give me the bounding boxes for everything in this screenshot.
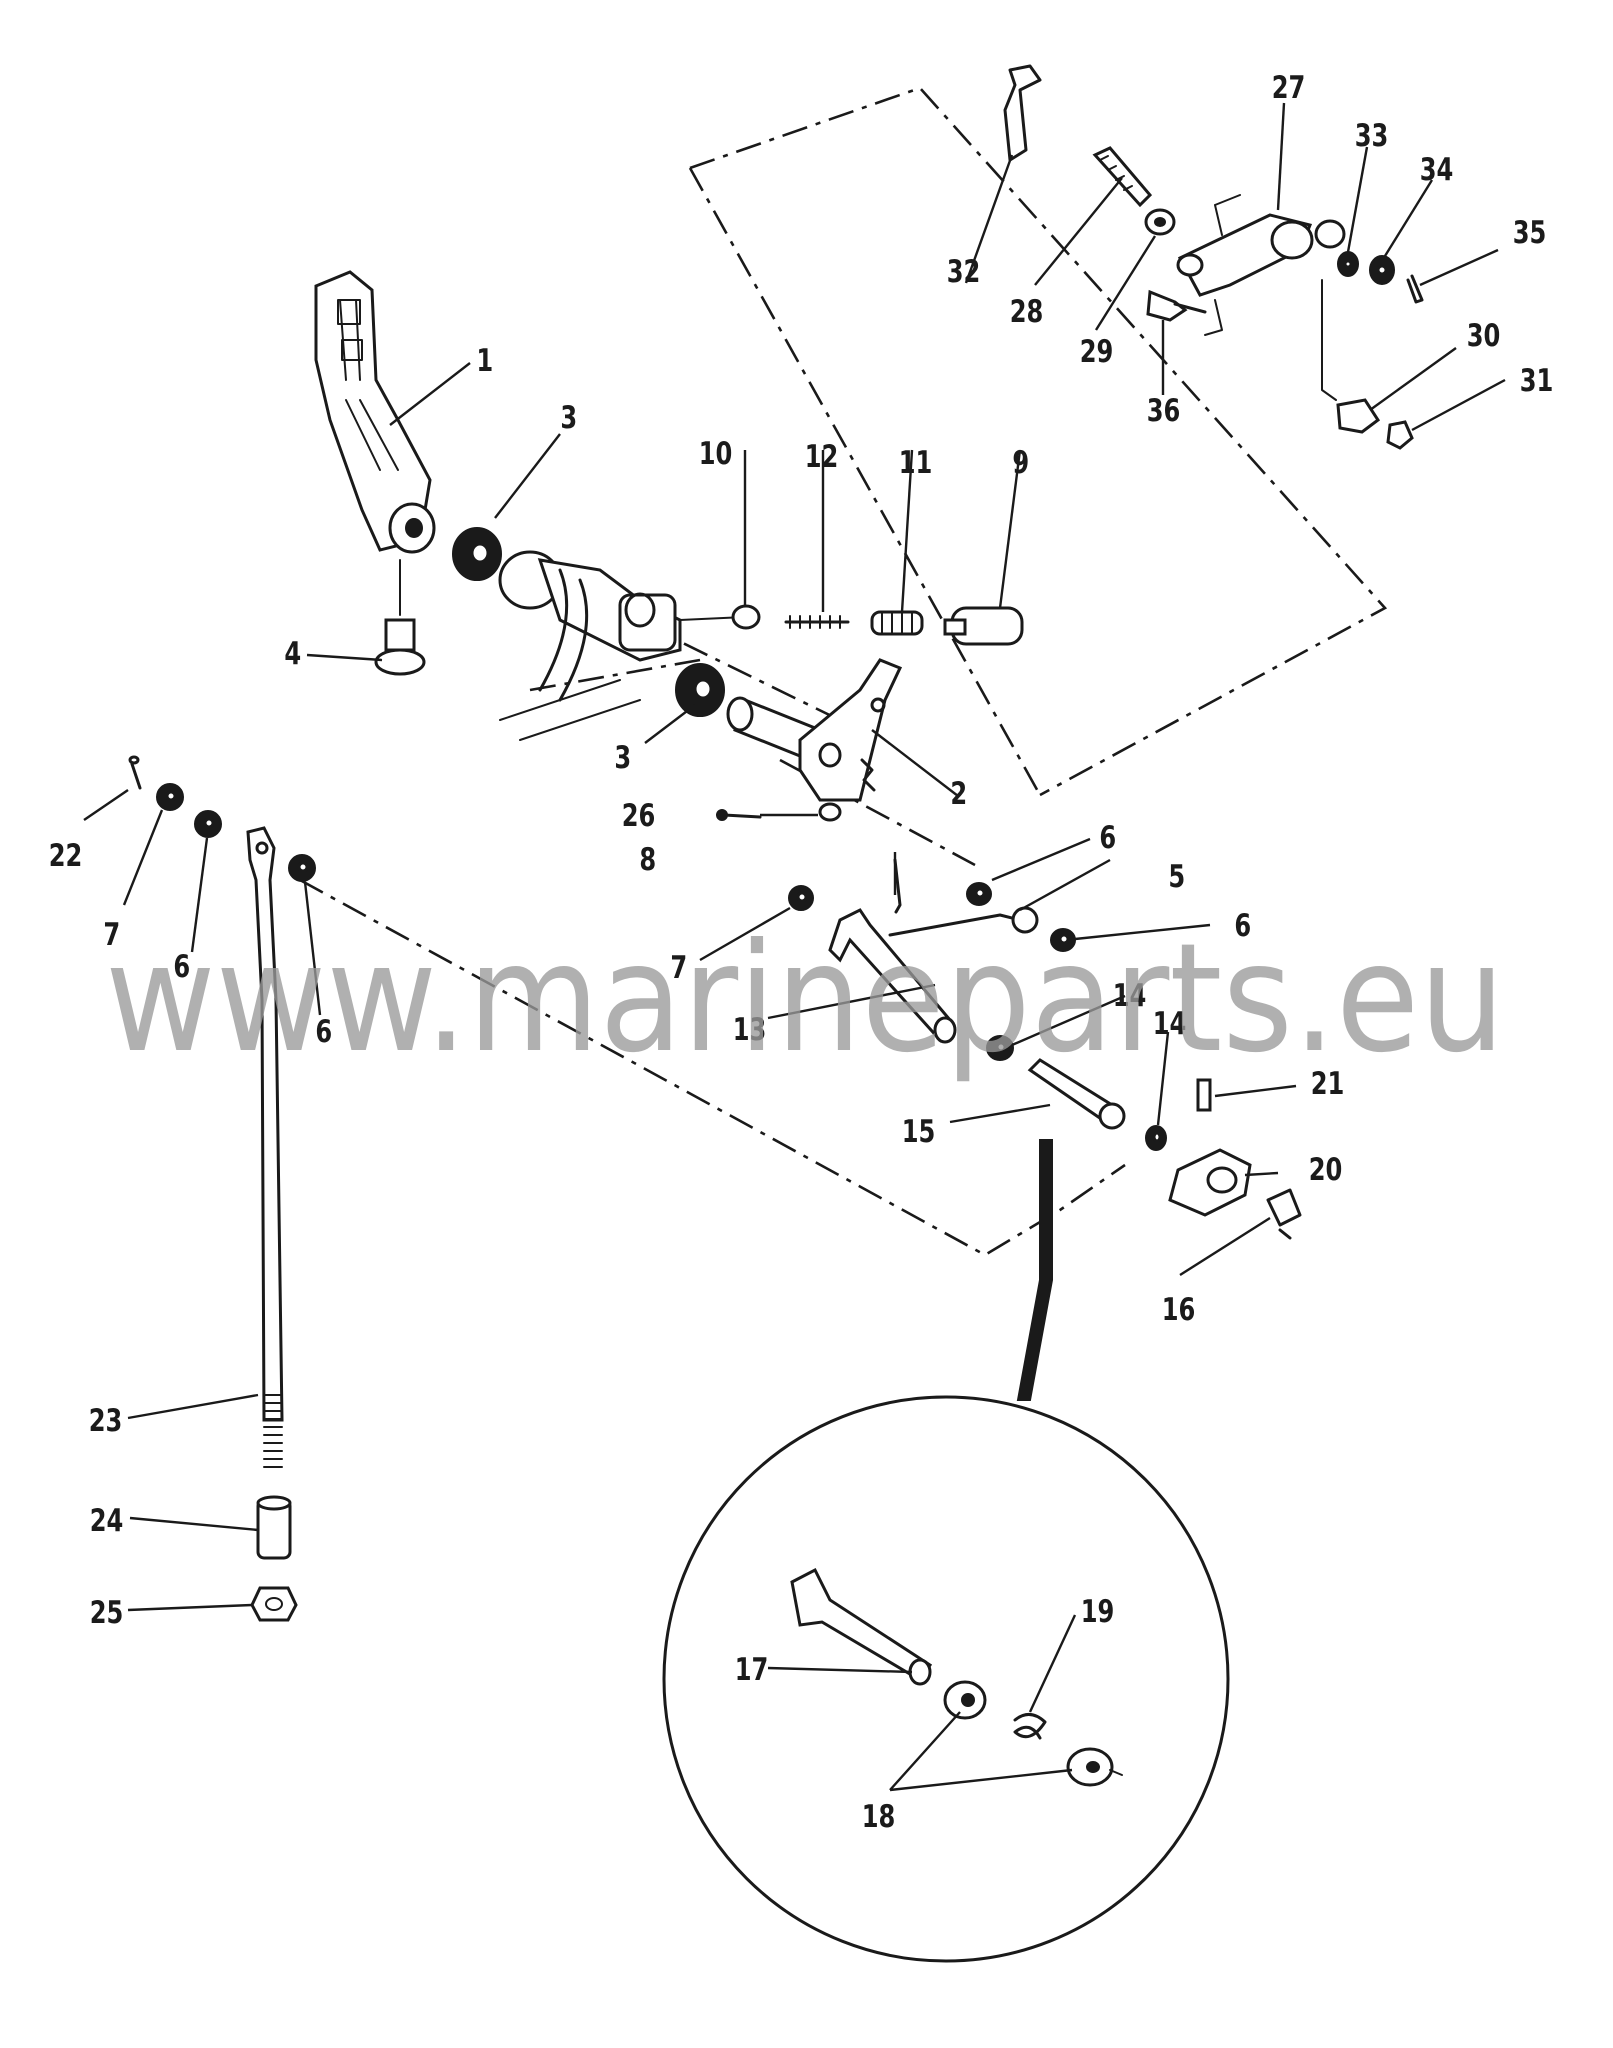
label-part-4: 4: [284, 635, 301, 672]
leader-lines: [83, 102, 1506, 1792]
label-part-1: 1: [476, 342, 493, 379]
bracket-centerline: [529, 658, 701, 692]
linkage-assembly-outline-left: [688, 167, 1042, 796]
label-part-32: 32: [947, 253, 981, 290]
detent-assembly: [679, 604, 1024, 646]
label-part-5: 5: [1168, 858, 1185, 895]
label-part-22: 22: [49, 837, 83, 874]
bracket-housing: [498, 550, 682, 741]
watermark-text: www.marineparts.eu: [105, 912, 1505, 1086]
label-part-2: 2: [950, 775, 967, 812]
label-part-13: 13: [733, 1011, 767, 1048]
label-part-21: 21: [1311, 1065, 1345, 1102]
label-part-20: 20: [1309, 1151, 1343, 1188]
shift-linkage-lower: [788, 858, 1302, 1240]
label-part-7-left: 7: [103, 916, 120, 953]
label-part-7-center: 7: [670, 949, 687, 986]
washers-3: [452, 527, 725, 717]
label-part-6-right-upper: 6: [1099, 819, 1116, 856]
label-part-31: 31: [1520, 362, 1554, 399]
label-part-6-right-lower: 6: [1234, 907, 1251, 944]
linkage-assembly-outline: [689, 86, 1388, 797]
detail-inset: [662, 1139, 1230, 1963]
label-part-6-left: 6: [173, 948, 190, 985]
label-part-28: 28: [1010, 293, 1044, 330]
label-part-14-lower: 14: [1153, 1005, 1187, 1042]
throttle-linkage: [1003, 64, 1424, 450]
label-part-35: 35: [1513, 214, 1547, 251]
shoulder-bolt: [374, 559, 426, 676]
part-labels: 1 2 3 3 4 5 6 6 6 6 7 7 8 9 10 11 12 13 …: [49, 69, 1554, 1835]
label-part-12: 12: [805, 438, 839, 475]
label-part-3-lower: 3: [614, 739, 631, 776]
shift-rod-assembly: [128, 755, 316, 1622]
label-part-19: 19: [1081, 1593, 1115, 1630]
shaft-centerline: [639, 620, 861, 732]
shift-shaft-cam: [726, 658, 903, 802]
label-part-15: 15: [902, 1113, 936, 1150]
label-part-29: 29: [1080, 333, 1114, 370]
label-part-27: 27: [1272, 69, 1306, 106]
shift-lever: [314, 270, 436, 554]
label-part-16: 16: [1162, 1291, 1196, 1328]
detail-connector: [1016, 1139, 1053, 1401]
label-part-3-upper: 3: [560, 399, 577, 436]
label-part-36: 36: [1147, 392, 1181, 429]
shift-rod-outline: [299, 878, 1126, 1257]
label-part-30: 30: [1467, 317, 1501, 354]
label-part-25: 25: [90, 1594, 124, 1631]
label-part-24: 24: [90, 1502, 124, 1539]
label-part-9: 9: [1012, 444, 1029, 481]
label-part-8: 8: [639, 841, 656, 878]
label-part-11: 11: [899, 444, 933, 481]
label-part-10: 10: [699, 435, 733, 472]
cotter-pin-26: [716, 802, 842, 822]
label-part-34: 34: [1420, 151, 1454, 188]
label-part-33: 33: [1355, 117, 1389, 154]
label-part-26: 26: [622, 797, 656, 834]
label-part-18: 18: [862, 1798, 896, 1835]
label-part-17: 17: [735, 1651, 769, 1688]
label-part-14-upper: 14: [1113, 977, 1147, 1014]
label-part-6-rod: 6: [315, 1013, 332, 1050]
label-part-23: 23: [89, 1402, 123, 1439]
